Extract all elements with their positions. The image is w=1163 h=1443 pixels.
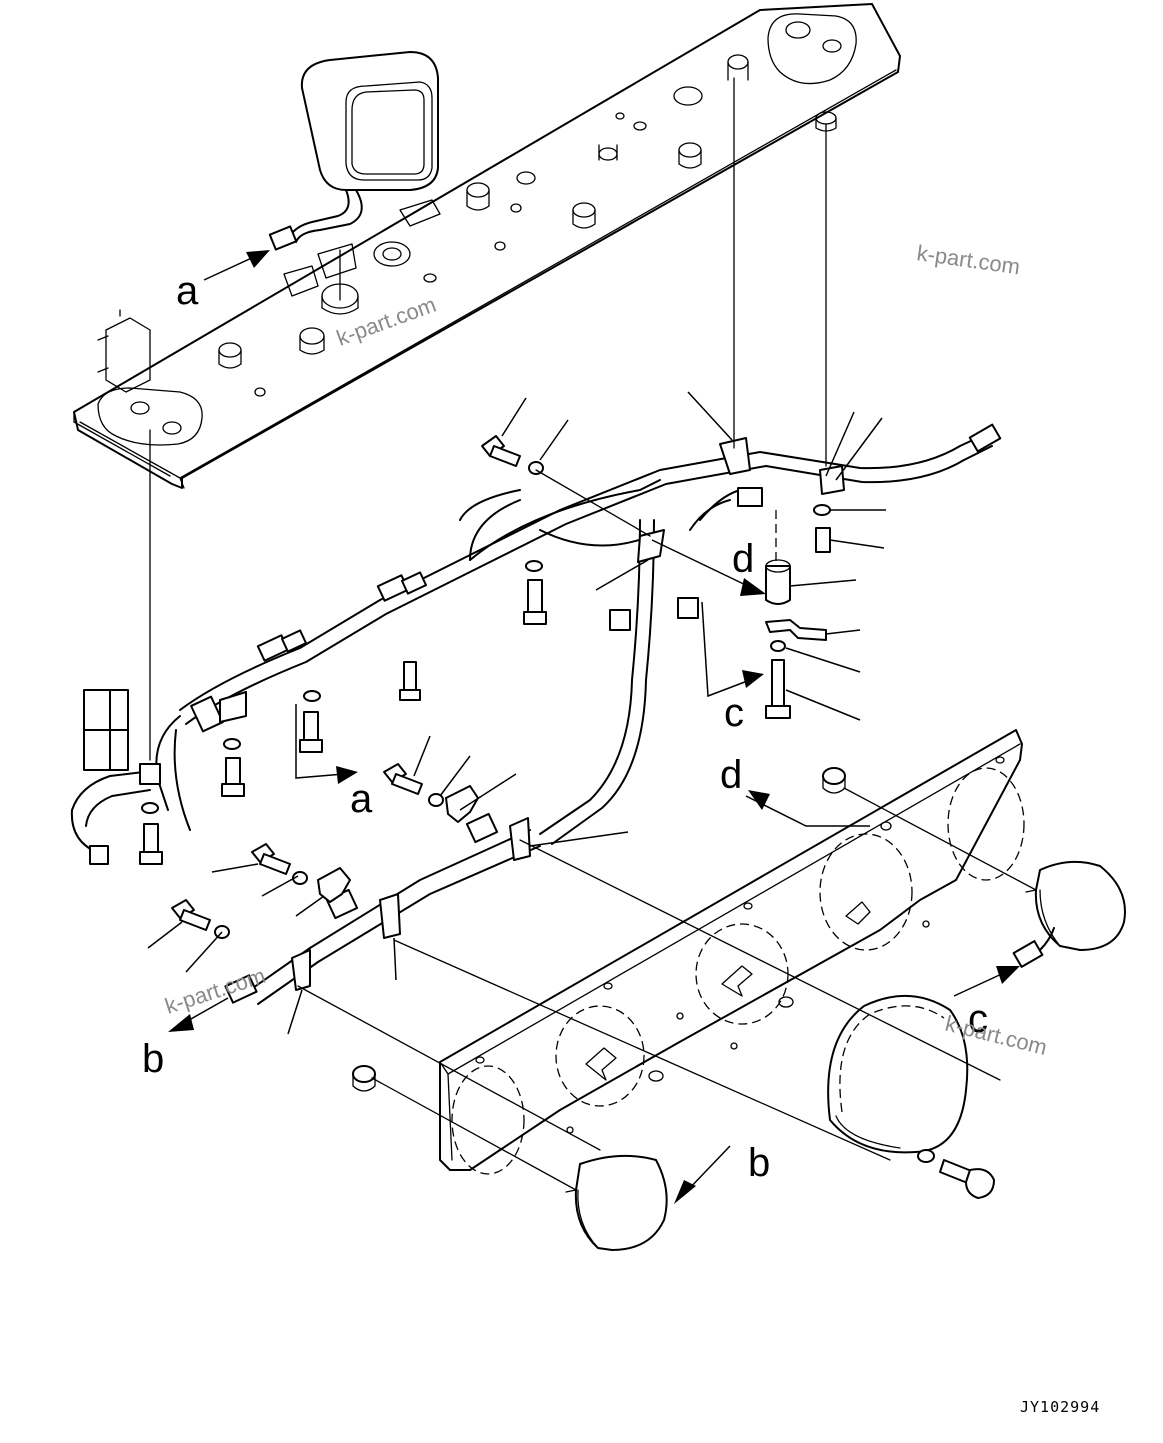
watermark-top-right: k-part.com xyxy=(915,240,1021,279)
leader-lines xyxy=(147,391,886,1035)
callout-a-bottom: a xyxy=(350,777,373,821)
callout-d-upper: d xyxy=(732,537,754,581)
wire-harness xyxy=(70,423,1002,1005)
watermark-bottom-left: k-part.com xyxy=(162,963,269,1019)
work-lamp xyxy=(268,51,439,251)
assembly-lines xyxy=(149,77,1037,1191)
drawing-code: JY102994 xyxy=(1020,1398,1100,1416)
callout-b-left: b xyxy=(142,1037,164,1081)
reference-arrows xyxy=(168,250,1020,1204)
callout-a-top: a xyxy=(176,269,199,313)
callout-c-right: c xyxy=(968,997,988,1041)
top-plate xyxy=(73,3,901,489)
fasteners xyxy=(139,435,831,939)
callout-d-lower: d xyxy=(720,753,742,797)
callout-b-bottom: b xyxy=(748,1141,770,1185)
callout-c-lower: c xyxy=(724,691,744,735)
callout-letters: a a b b c c d d xyxy=(142,269,988,1185)
rear-lamps xyxy=(352,767,1126,1251)
lower-frame xyxy=(439,729,1025,1175)
